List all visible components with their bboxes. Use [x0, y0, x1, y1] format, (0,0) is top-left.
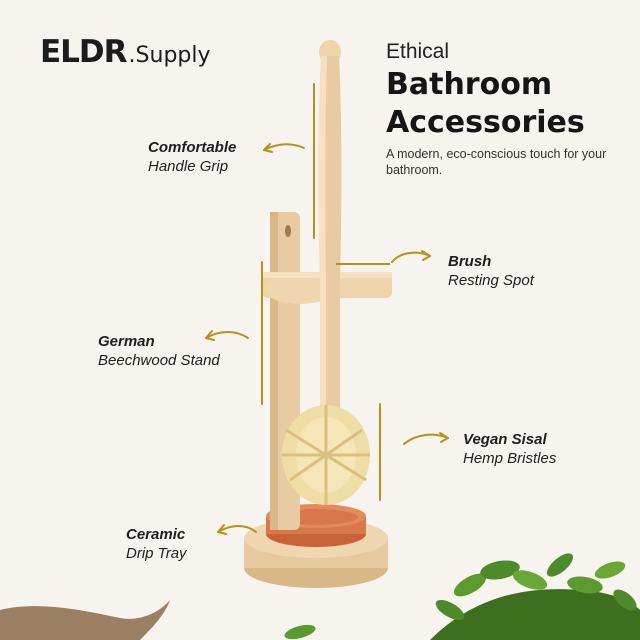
curved-arrow-icon [263, 143, 305, 151]
feature-beechwood-stand: German Beechwood Stand [98, 332, 220, 370]
feature-resting-regular: Resting Spot [448, 272, 534, 289]
feature-stand-regular: Beechwood Stand [98, 352, 220, 369]
feature-resting-spot: Brush Resting Spot [448, 252, 534, 290]
curved-arrow-icon [205, 331, 249, 339]
headline-title-line2: Accessories [386, 105, 585, 140]
headline-block: Ethical Bathroom Accessories A modern, e… [386, 40, 626, 178]
foliage-decoration [284, 553, 640, 640]
callout-arrows [205, 143, 449, 535]
brand-suffix: .Supply [128, 43, 211, 68]
feature-resting-bold: Brush [448, 253, 492, 270]
feature-tray-regular: Drip Tray [126, 545, 187, 562]
curved-arrow-icon [391, 251, 431, 263]
sisal-bristles [282, 405, 370, 505]
feature-bristles-bold: Vegan Sisal [463, 431, 547, 448]
feature-handle-bold: Comfortable [148, 139, 237, 156]
curved-arrow-icon [217, 525, 257, 533]
headline-title-line1: Bathroom [386, 67, 553, 102]
brand-logo: ELDR .Supply [40, 34, 211, 70]
headline-eyebrow: Ethical [386, 40, 450, 63]
accent-lines [261, 83, 381, 501]
branch-decoration [0, 600, 170, 640]
feature-hemp-bristles: Vegan Sisal Hemp Bristles [463, 430, 556, 468]
brush-handle [318, 40, 342, 410]
brand-mark: ELDR [40, 34, 128, 70]
headline-subtitle: A modern, eco-conscious touch for your b… [386, 147, 607, 177]
feature-drip-tray: Ceramic Drip Tray [126, 525, 187, 563]
feature-tray-bold: Ceramic [126, 526, 186, 543]
feature-handle-regular: Handle Grip [148, 158, 229, 175]
feature-handle-grip: Comfortable Handle Grip [148, 138, 236, 176]
feature-bristles-regular: Hemp Bristles [463, 450, 557, 467]
feature-stand-bold: German [98, 333, 155, 350]
